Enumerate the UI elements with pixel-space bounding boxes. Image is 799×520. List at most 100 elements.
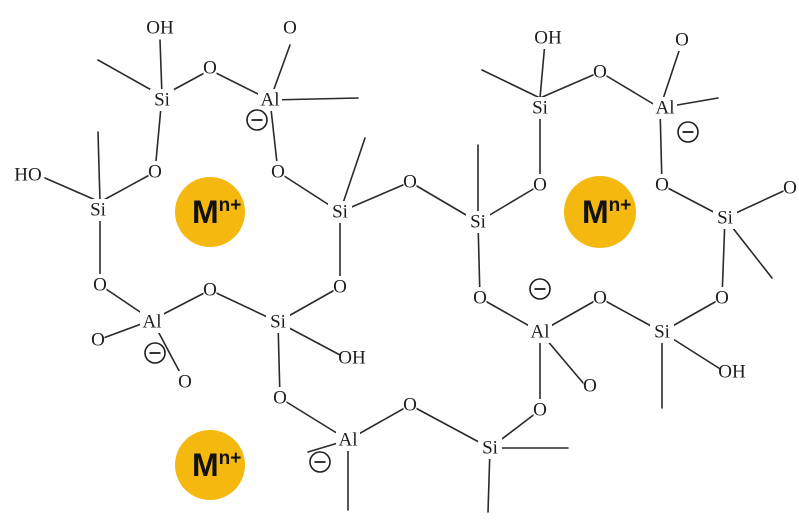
atom-o: O — [783, 178, 797, 199]
bond-29 — [539, 41, 546, 99]
atom-si: Si — [470, 212, 486, 233]
bond-30 — [481, 69, 541, 99]
bond-31 — [539, 71, 601, 99]
atom-o: O — [715, 288, 729, 309]
atom-background — [466, 211, 490, 233]
atom-o: O — [203, 280, 217, 301]
atom-background — [783, 177, 797, 199]
atom-o: O — [271, 162, 285, 183]
atom-background — [478, 437, 502, 459]
charge-ring — [677, 121, 699, 143]
atom-background — [593, 287, 607, 309]
atom-o: O — [655, 175, 669, 196]
atom-background — [715, 287, 729, 309]
negative-charge-icon — [529, 278, 551, 300]
atom-background — [655, 174, 669, 196]
atom-background — [336, 429, 360, 451]
atom-background — [258, 89, 282, 111]
cation-symbol: M — [192, 194, 219, 230]
atom-background — [203, 57, 217, 79]
atom-o: O — [593, 288, 607, 309]
cation-charge: n+ — [219, 448, 242, 469]
bond-21 — [339, 137, 366, 213]
atom-o: O — [203, 58, 217, 79]
bond-5 — [269, 97, 359, 101]
atom-background — [713, 207, 737, 229]
bond-0 — [159, 39, 163, 97]
atom-si: Si — [482, 438, 498, 459]
atom-o: O — [93, 275, 107, 296]
cation-label: Mn+ — [582, 194, 631, 230]
atom-background — [283, 17, 297, 39]
metal-cation: Mn+ — [564, 176, 636, 248]
atom-oh: OH — [146, 18, 174, 39]
atom-background — [473, 287, 487, 309]
atom-background — [528, 321, 552, 343]
negative-charge-icon — [309, 451, 331, 473]
atom-o: O — [91, 330, 105, 351]
atom-background — [333, 276, 347, 298]
atom-o: O — [533, 175, 547, 196]
atom-o: O — [403, 172, 417, 193]
atom-background — [536, 27, 560, 49]
charge-ring — [309, 451, 331, 473]
atom-al: Al — [656, 98, 675, 119]
atom-oh: OH — [338, 348, 366, 369]
atom-background — [653, 97, 677, 119]
atom-background — [593, 61, 607, 83]
atom-background — [140, 311, 164, 333]
atom-o: O — [533, 400, 547, 421]
cation-charge: n+ — [219, 195, 242, 216]
atom-o: O — [473, 288, 487, 309]
cation-circle — [175, 430, 245, 500]
negative-charges — [144, 109, 699, 473]
bond-32 — [599, 71, 661, 109]
atom-background — [533, 174, 547, 196]
atom-background — [266, 311, 290, 333]
bond-49 — [409, 404, 491, 449]
bond-10 — [97, 131, 101, 203]
bond-6 — [269, 99, 279, 173]
charge-ring — [246, 109, 268, 131]
atom-background — [533, 399, 547, 421]
bond-19 — [277, 321, 281, 399]
atom-background — [203, 279, 217, 301]
metal-cation: Mn+ — [175, 177, 245, 247]
atom-o: O — [148, 162, 162, 183]
atom-si: Si — [270, 312, 286, 333]
atom-si: Si — [332, 202, 348, 223]
charge-ring — [144, 342, 166, 364]
atom-background — [91, 329, 105, 351]
atom-si: Si — [90, 200, 106, 221]
cation-charge: n+ — [609, 195, 632, 216]
atom-oh: OH — [718, 362, 746, 383]
cation-label: Mn+ — [192, 447, 241, 483]
cation-symbol: M — [192, 447, 219, 483]
atom-background — [720, 361, 744, 383]
atom-background — [150, 89, 174, 111]
atom-si: Si — [532, 98, 548, 119]
atom-ho: HO — [14, 165, 41, 186]
atom-background — [328, 201, 352, 223]
cation-circle — [175, 177, 245, 247]
atom-si: Si — [654, 322, 670, 343]
atom-background — [583, 375, 597, 397]
atom-o: O — [178, 372, 192, 393]
atom-background — [340, 347, 364, 369]
atom-background — [178, 371, 192, 393]
bond-39 — [721, 217, 726, 299]
atom-o: O — [273, 388, 287, 409]
atom-background — [650, 321, 674, 343]
atom-oh: OH — [534, 28, 562, 49]
atom-o: O — [583, 376, 597, 397]
atom-background — [16, 164, 40, 186]
atom-si: Si — [717, 208, 733, 229]
cation-label: Mn+ — [192, 194, 241, 230]
negative-charge-icon — [144, 342, 166, 364]
atom-si: Si — [154, 90, 170, 111]
atom-al: Al — [531, 322, 550, 343]
atom-o: O — [283, 18, 297, 39]
atom-o: O — [333, 277, 347, 298]
